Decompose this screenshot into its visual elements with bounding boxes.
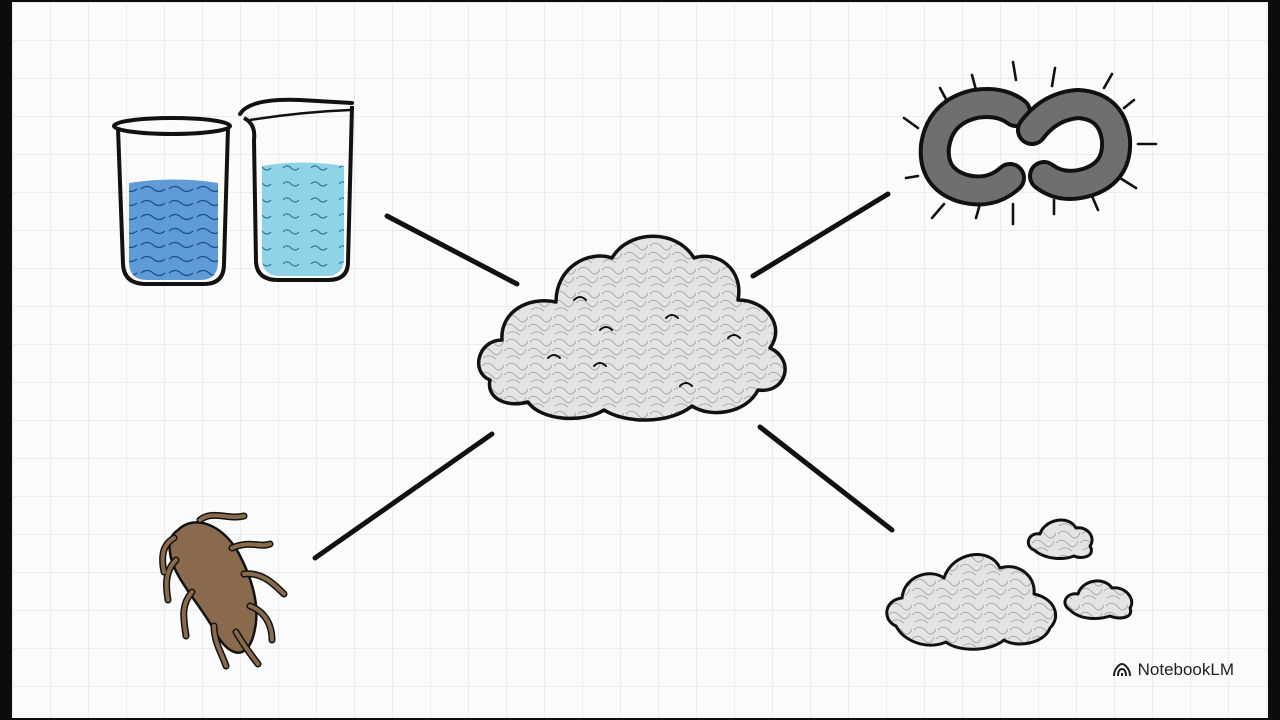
connector-clumps: [757, 424, 895, 533]
beakers-icon: [112, 97, 354, 286]
connector-lines: [312, 191, 895, 561]
notebooklm-logo-icon: [1112, 662, 1131, 677]
notebooklm-watermark: NotebookLM: [1112, 660, 1234, 680]
cotton-cloud-icon: [477, 234, 787, 422]
connector-beakers: [384, 213, 520, 287]
slide-canvas: NotebookLM: [12, 2, 1268, 718]
broken-chain-icon: [902, 60, 1158, 226]
brand-name: NotebookLM: [1137, 660, 1234, 679]
connector-root: [312, 431, 495, 561]
concept-diagram: [112, 60, 1158, 670]
connector-chain: [750, 191, 891, 279]
root-icon: [159, 511, 288, 670]
cotton-clumps-icon: [885, 518, 1134, 651]
